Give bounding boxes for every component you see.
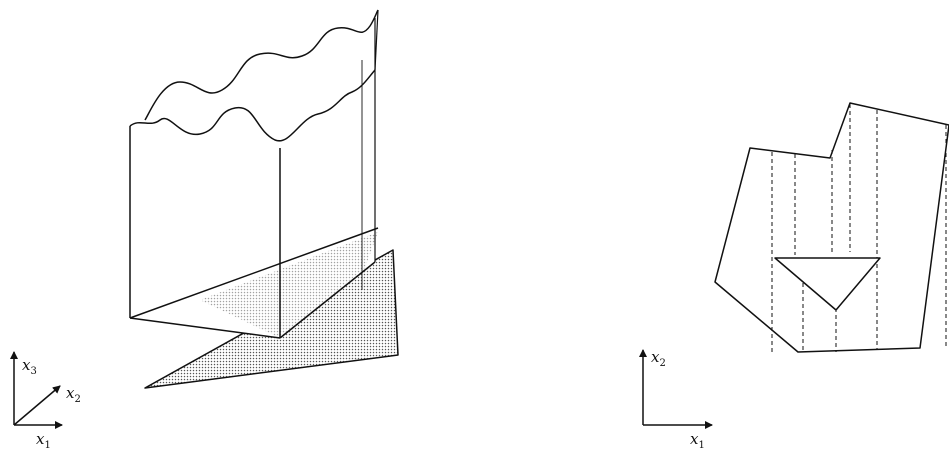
right-figure <box>714 102 949 353</box>
left-label-x2: x2 <box>66 384 81 405</box>
wavy-top-front <box>129 69 376 142</box>
inner-triangle-hole <box>774 257 881 311</box>
left-label-x3: x3 <box>22 356 37 377</box>
wavy-top-back <box>144 9 379 121</box>
box-bottom-shadow <box>200 232 378 338</box>
plane-intersection-line <box>129 227 379 319</box>
left-figure <box>129 9 399 389</box>
box-edge-bottom-right <box>279 261 376 339</box>
left-label-x1: x1 <box>36 430 51 450</box>
right-axes <box>639 349 713 429</box>
left-axis-x2 <box>13 385 61 426</box>
sweep-lines <box>771 104 947 352</box>
box-edge-back-left <box>374 9 379 71</box>
right-label-x2: x2 <box>651 348 666 369</box>
left-axes <box>10 351 63 429</box>
right-label-x1: x1 <box>690 430 705 450</box>
box-edge-bottom-front <box>129 317 281 339</box>
